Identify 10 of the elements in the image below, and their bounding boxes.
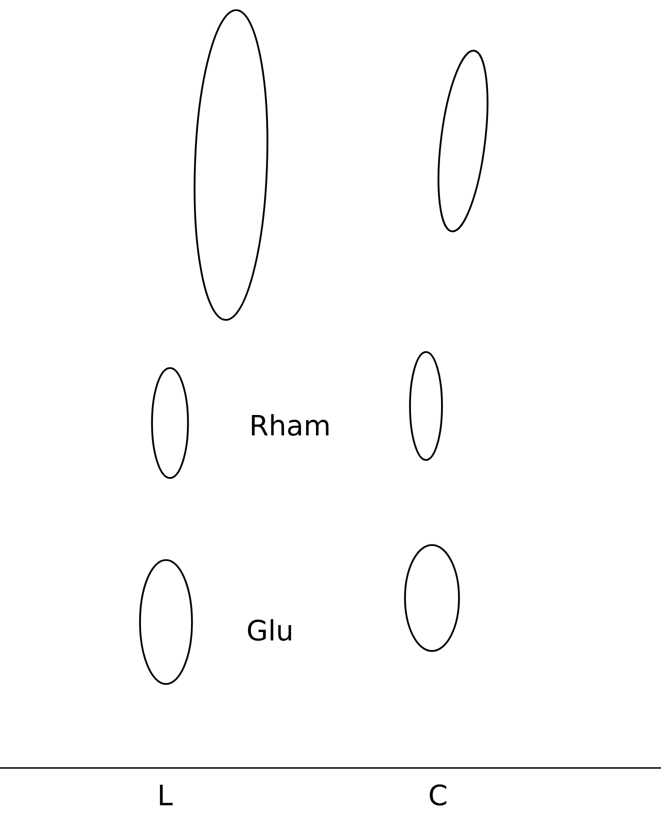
spot-label: Rham: [252, 414, 328, 436]
spot-label: Glu: [248, 619, 292, 641]
spot: [404, 544, 460, 652]
spot: [438, 50, 488, 232]
spot: [409, 351, 443, 461]
spot: [151, 367, 189, 479]
spot-label: L: [160, 784, 173, 806]
spot-label: C: [430, 784, 446, 806]
spot: [139, 559, 193, 685]
spot: [194, 9, 268, 321]
